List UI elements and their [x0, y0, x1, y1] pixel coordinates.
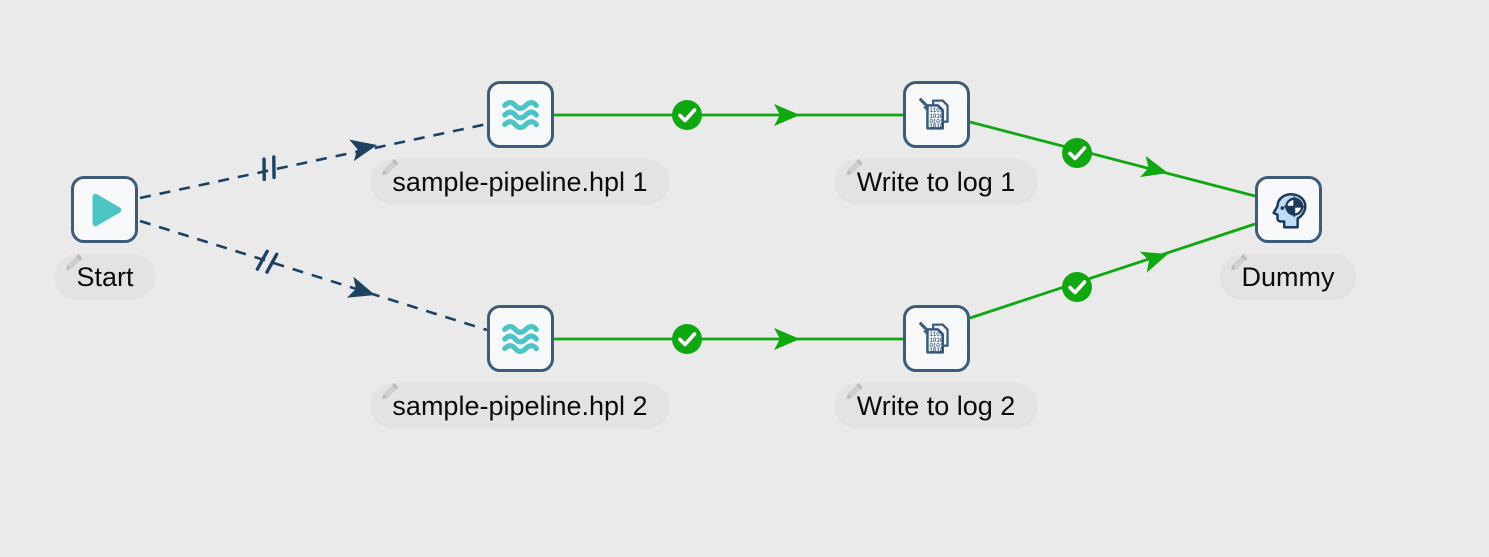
node-writelog-1[interactable] — [903, 81, 970, 148]
hop-line — [969, 120, 1256, 198]
node-label-text: sample-pipeline.hpl 1 — [392, 166, 648, 197]
hop-arrowhead-icon — [774, 104, 800, 126]
node-label-pipeline-2[interactable]: sample-pipeline.hpl 2 — [370, 383, 670, 429]
node-label-start[interactable]: Start — [54, 254, 156, 300]
hop-status-badge[interactable] — [671, 99, 703, 131]
dummy-head-icon — [1266, 187, 1312, 233]
hop-arrowhead-icon — [346, 276, 375, 298]
hop-start-to-pipeline-1[interactable] — [139, 122, 488, 200]
hop-arrowhead-icon — [774, 328, 800, 350]
hop-writelog-1-to-dummy[interactable] — [969, 120, 1256, 198]
hop-arrowhead-icon — [1139, 251, 1168, 273]
hop-pipeline-1-to-writelog-1[interactable] — [553, 104, 903, 126]
node-label-text: Dummy — [1241, 261, 1335, 292]
hop-writelog-2-to-dummy[interactable] — [969, 222, 1256, 320]
node-start[interactable] — [71, 176, 138, 243]
node-label-text: Write to log 1 — [856, 166, 1016, 197]
node-label-text: Write to log 2 — [856, 390, 1016, 421]
check-circle-icon — [671, 323, 703, 355]
node-label-text: sample-pipeline.hpl 2 — [392, 390, 648, 421]
check-circle-icon — [1061, 271, 1093, 303]
node-pipeline-2[interactable] — [487, 305, 554, 372]
write-to-log-icon — [914, 92, 960, 138]
node-dummy[interactable] — [1255, 176, 1322, 243]
node-pipeline-1[interactable] — [487, 81, 554, 148]
hop-unconditional-marker[interactable] — [251, 149, 289, 187]
node-label-writelog-1[interactable]: Write to log 1 — [834, 159, 1038, 205]
hop-status-badge[interactable] — [1061, 137, 1093, 169]
node-writelog-2[interactable] — [903, 305, 970, 372]
hop-pipeline-2-to-writelog-2[interactable] — [553, 328, 903, 350]
write-to-log-icon — [914, 316, 960, 362]
unconditional-parallel-icon — [251, 149, 289, 187]
node-label-writelog-2[interactable]: Write to log 2 — [834, 383, 1038, 429]
play-triangle-icon — [82, 187, 128, 233]
node-label-pipeline-1[interactable]: sample-pipeline.hpl 1 — [370, 159, 670, 205]
check-circle-icon — [671, 99, 703, 131]
hop-start-to-pipeline-2[interactable] — [139, 219, 488, 332]
hop-status-badge[interactable] — [671, 323, 703, 355]
node-label-dummy[interactable]: Dummy — [1219, 254, 1357, 300]
hop-arrowhead-icon — [349, 139, 377, 162]
check-circle-icon — [1061, 137, 1093, 169]
node-label-text: Start — [76, 261, 134, 292]
hop-status-badge[interactable] — [1061, 271, 1093, 303]
hop-arrowhead-icon — [1140, 155, 1168, 178]
hop-line — [139, 219, 488, 332]
hop-line — [969, 222, 1256, 320]
pipeline-waves-icon — [498, 92, 544, 138]
pipeline-waves-icon — [498, 316, 544, 362]
